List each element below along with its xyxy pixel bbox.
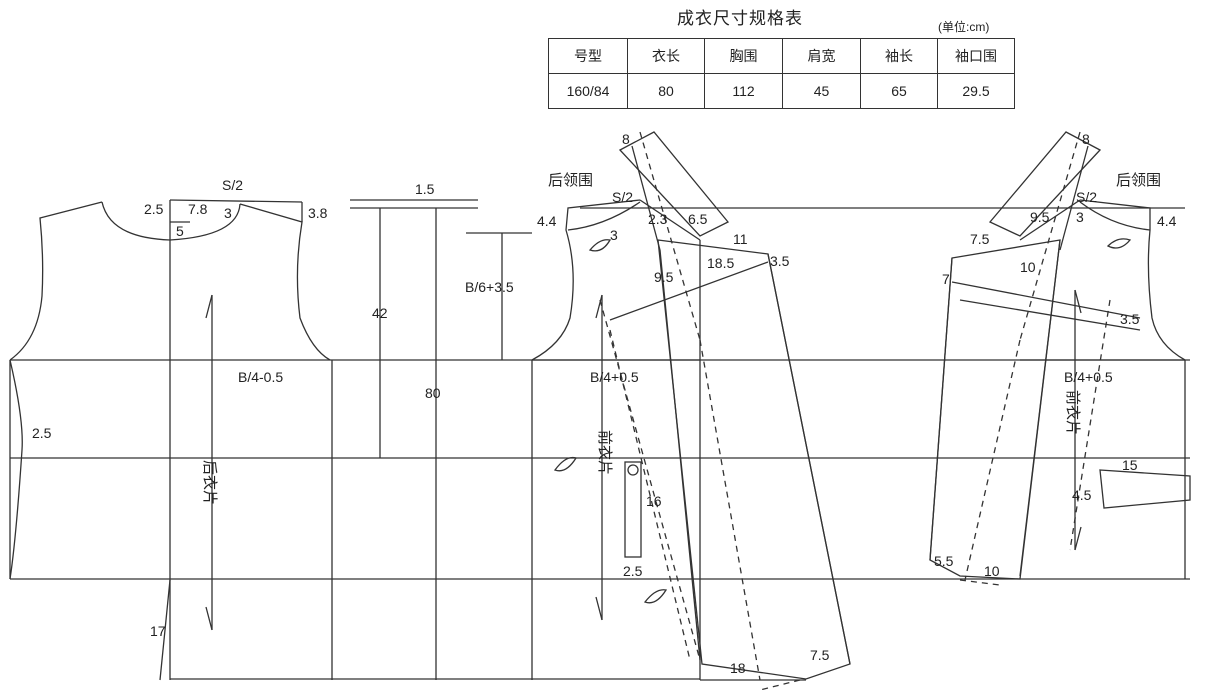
spec-table-title: 成衣尺寸规格表 xyxy=(677,9,803,29)
value-4-4-right: 4.4 xyxy=(1157,213,1177,229)
value-5-5: 5.5 xyxy=(934,553,954,569)
front-left-piece-outline xyxy=(531,131,1185,681)
value-2-5-pocket: 2.5 xyxy=(623,563,643,579)
length-42-label: 42 xyxy=(372,305,388,321)
s2-front-left-label: S/2 xyxy=(612,189,633,205)
value-8-right: 8 xyxy=(1082,131,1090,147)
spec-table: 号型 衣长 胸围 肩宽 袖长 袖口围 160/84 80 112 45 65 2… xyxy=(548,38,1015,109)
value-7-5-left: 7.5 xyxy=(810,647,830,663)
value-17: 17 xyxy=(150,623,166,639)
front-left-dashed-lines xyxy=(599,131,801,690)
value-5-neck: 5 xyxy=(176,223,184,239)
value-7: 7 xyxy=(942,271,950,287)
b4-back-label: B/4-0.5 xyxy=(238,369,283,385)
header-cuff: 袖口围 xyxy=(937,38,1015,74)
b4-front-left-label: B/4+0.5 xyxy=(590,369,639,385)
value-9-5-right: 9.5 xyxy=(1030,209,1050,225)
value-16: 16 xyxy=(646,493,662,509)
back-piece-outline xyxy=(9,199,333,681)
front-piece-label-right: 前衣片 xyxy=(1064,390,1082,435)
value-6-5: 6.5 xyxy=(688,211,708,227)
unit-label: (单位:cm) xyxy=(938,20,990,34)
value-sleeve-length: 65 xyxy=(860,73,938,109)
value-cuff: 29.5 xyxy=(937,73,1015,109)
value-10-top: 10 xyxy=(1020,259,1036,275)
value-size: 160/84 xyxy=(548,73,628,109)
value-bust: 112 xyxy=(704,73,783,109)
back-neck-label-left: 后领围 xyxy=(548,171,593,189)
value-3-5-left: 3.5 xyxy=(770,253,790,269)
b6-label: B/6+3.5 xyxy=(465,279,514,295)
front-right-piece-outline xyxy=(929,131,1191,580)
value-18: 18 xyxy=(730,660,746,676)
front-piece-label-left: 前衣片 xyxy=(596,430,614,475)
value-shoulder: 45 xyxy=(782,73,861,109)
value-2-5-side: 2.5 xyxy=(32,425,52,441)
spec-header-row: 号型 衣长 胸围 肩宽 袖长 袖口围 xyxy=(548,38,1015,74)
s2-back-label: S/2 xyxy=(222,177,243,193)
header-bust: 胸围 xyxy=(704,38,783,74)
value-4-4-left: 4.4 xyxy=(537,213,557,229)
measurement-frame xyxy=(350,199,533,680)
length-80-label: 80 xyxy=(425,385,441,401)
value-2-3: 2.3 xyxy=(648,211,668,227)
value-3-5-right: 3.5 xyxy=(1120,311,1140,327)
value-2-5-neck: 2.5 xyxy=(144,201,164,217)
value-9-5-left: 9.5 xyxy=(654,269,674,285)
value-18-5: 18.5 xyxy=(707,255,734,271)
back-piece-label: 后衣片 xyxy=(201,460,219,505)
value-7-5-right: 7.5 xyxy=(970,231,990,247)
value-7-8: 7.8 xyxy=(188,201,208,217)
spec-value-row: 160/84 80 112 45 65 29.5 xyxy=(548,73,1015,109)
header-size: 号型 xyxy=(548,38,628,74)
value-3-back: 3 xyxy=(224,205,232,221)
value-11: 11 xyxy=(733,231,748,247)
value-1-5: 1.5 xyxy=(415,181,435,197)
value-3-8: 3.8 xyxy=(308,205,328,221)
back-neck-label-right: 后领围 xyxy=(1116,171,1161,189)
value-8-left: 8 xyxy=(622,131,630,147)
value-3-left: 3 xyxy=(610,227,618,243)
value-15: 15 xyxy=(1122,457,1138,473)
value-3-right: 3 xyxy=(1076,209,1084,225)
header-sleeve-length: 袖长 xyxy=(860,38,938,74)
front-right-dashed-lines xyxy=(959,131,1111,586)
value-10-bottom: 10 xyxy=(984,563,1000,579)
b4-front-right-label: B/4+0.5 xyxy=(1064,369,1113,385)
s2-front-right-label: S/2 xyxy=(1076,189,1097,205)
value-4-5: 4.5 xyxy=(1072,487,1092,503)
